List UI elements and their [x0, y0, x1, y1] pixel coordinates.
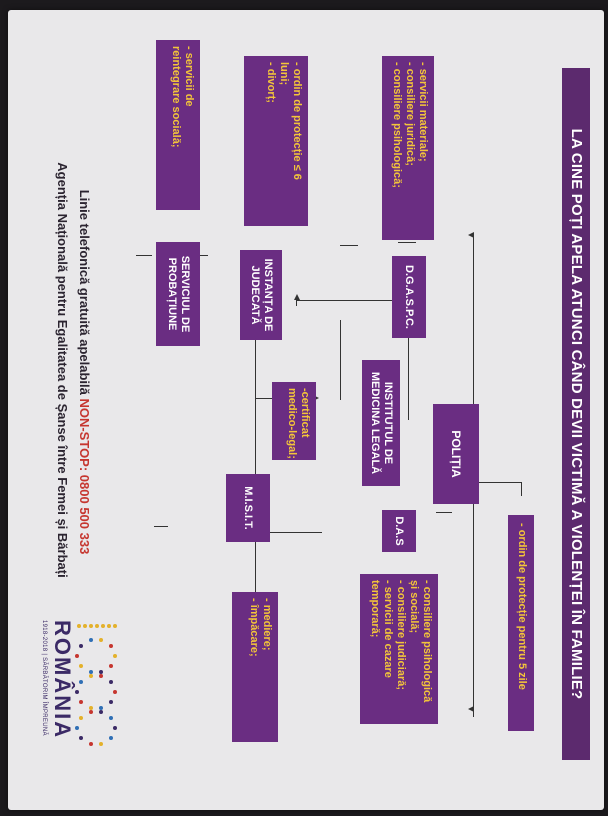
flyer-card: LA CINE POȚI APELA ATUNCI CÂND DEVII VIC…	[8, 10, 604, 810]
dgaspc-service-3: - consiliere psihologică;	[391, 62, 403, 188]
instanta-service-2: luni;	[278, 62, 290, 86]
das-label: D.A.S	[393, 516, 406, 546]
instanta-service-1: - ordin de protecție ≤ 6	[291, 62, 303, 180]
probatiune-service-1: - servicii de	[183, 46, 195, 107]
dgaspc-service-1: - servicii materiale;	[417, 62, 429, 162]
iml-box: INSTITUTUL DE MEDICINA LEGALĂ	[362, 360, 400, 486]
iml-label-line2: MEDICINA LEGALĂ	[369, 371, 381, 475]
das-service-3: - consiliere judiciară;	[395, 580, 407, 691]
politia-note-text: - ordin de protecție pentru 5 zile	[516, 523, 528, 690]
agency-name: Agenția Națională pentru Egalitatea de Ș…	[55, 162, 70, 578]
flyer-title: LA CINE POȚI APELA ATUNCI CÂND DEVII VIC…	[562, 68, 590, 760]
misit-box: M.I.S.I.T.	[226, 474, 270, 542]
flyer-content: LA CINE POȚI APELA ATUNCI CÂND DEVII VIC…	[8, 10, 604, 810]
das-services: - consiliere psihologică și socială; - c…	[360, 574, 438, 724]
logo-subtitle: 1918-2018 | SĂRBĂTORIM ÎMPREUNĂ	[41, 620, 47, 736]
misit-services: - mediere; - împăcare;	[232, 592, 278, 742]
das-service-5: temporară;	[369, 580, 381, 638]
iml-note-line2: medico-legal;	[286, 388, 298, 459]
misit-label: M.I.S.I.T.	[242, 486, 255, 530]
probatiune-label-line2: PROBAȚIUNE	[166, 257, 178, 331]
instanta-service-3: - divorț;	[265, 62, 277, 103]
probatiune-service-2: reintegrare socială;	[170, 46, 182, 148]
dgaspc-service-2: - consiliere juridică;	[404, 62, 416, 166]
iml-label-line1: INSTITUTUL DE	[382, 381, 394, 465]
dgaspc-label: D.G.A.S.P.C.	[403, 265, 416, 329]
das-service-2: și socială;	[408, 580, 420, 634]
dgaspc-box: D.G.A.S.P.C.	[392, 256, 426, 338]
centenary-logo-icon	[75, 624, 117, 746]
misit-service-1: - mediere;	[261, 598, 273, 651]
instanta-label-line2: JUDECATĂ	[249, 265, 261, 325]
probatiune-label-line1: SERVICIUL DE	[179, 255, 191, 333]
instanta-label-line1: INSTANȚA DE	[262, 258, 274, 332]
hotline-text: Linie telefonică gratuită apelabilă NON-…	[77, 102, 92, 642]
instanta-box: INSTANȚA DE JUDECATĂ	[240, 250, 282, 340]
politia-note: - ordin de protecție pentru 5 zile	[508, 515, 534, 731]
politia-label: POLIȚIA	[449, 430, 464, 478]
das-service-4: - servicii de cazare	[382, 580, 394, 678]
das-service-1: - consiliere psihologică	[421, 580, 433, 703]
probatiune-services: - servicii de reintegrare socială;	[156, 40, 200, 210]
iml-note: -certificat medico-legal;	[272, 382, 316, 460]
politia-box: POLIȚIA	[433, 404, 479, 504]
das-box: D.A.S	[382, 510, 416, 552]
hotline-number: NON-STOP: 0800 500 333	[77, 398, 92, 555]
misit-service-2: - împăcare;	[248, 598, 260, 657]
logo-word: ROMÂNIA	[50, 620, 75, 740]
centenary-logo: ROMÂNIA 1918-2018 | SĂRBĂTORIM ÎMPREUNĂ	[29, 620, 119, 780]
hotline-prefix: Linie telefonică gratuită apelabilă	[77, 189, 92, 399]
probatiune-box: SERVICIUL DE PROBAȚIUNE	[156, 242, 200, 346]
iml-note-line1: -certificat	[299, 388, 311, 438]
instanta-services: - ordin de protecție ≤ 6 luni; - divorț;	[244, 56, 308, 226]
dgaspc-services: - servicii materiale; - consiliere jurid…	[382, 56, 434, 240]
